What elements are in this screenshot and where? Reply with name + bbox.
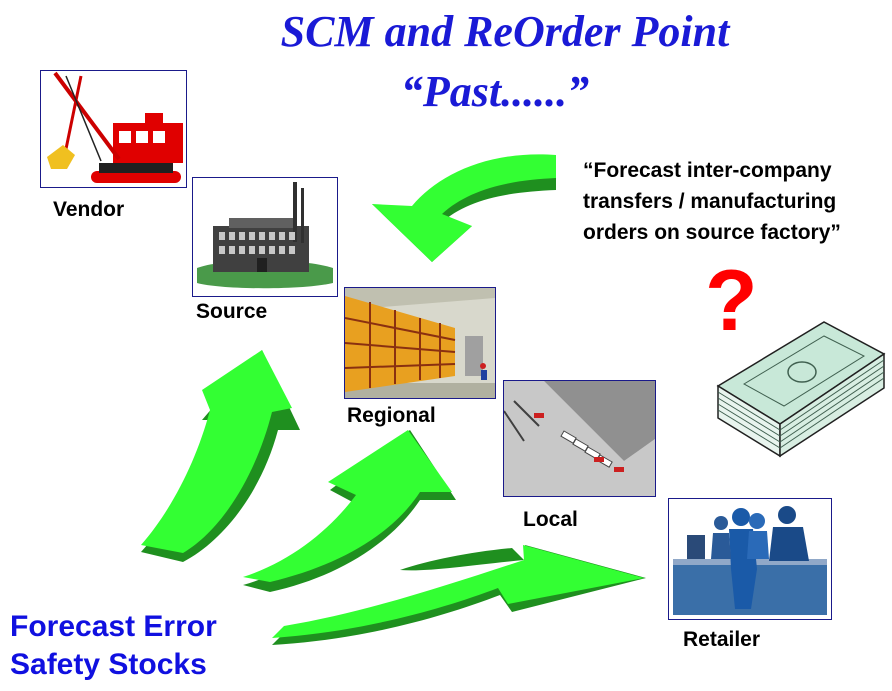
regional-label: Regional <box>347 404 436 427</box>
note-line-2: Safety Stocks <box>10 648 207 681</box>
quote-line-1: “Forecast inter-company <box>583 159 832 182</box>
retailer-label: Retailer <box>683 628 761 651</box>
quote-line-3: orders on source factory” <box>583 221 841 244</box>
note-line-1: Forecast Error <box>10 610 217 643</box>
source-image <box>192 177 338 297</box>
vendor-image <box>40 70 187 188</box>
local-label: Local <box>523 508 578 531</box>
regional-image <box>344 287 496 399</box>
page-subtitle: “Past......” <box>400 67 590 116</box>
retailer-image <box>668 498 832 620</box>
money-stack-image <box>714 318 886 458</box>
source-label: Source <box>196 300 268 323</box>
forecast-arrow-top <box>372 154 556 262</box>
quote-line-2: transfers / manufacturing <box>583 190 837 213</box>
forecast-arrow-retailer <box>272 545 646 645</box>
forecast-error-note: Forecast Error Safety Stocks <box>10 608 217 684</box>
forecast-arrow-source <box>141 350 300 562</box>
question-mark: ? <box>705 253 758 349</box>
page-title: SCM and ReOrder Point <box>280 7 730 56</box>
forecast-arrow-regional <box>243 430 456 592</box>
local-image <box>503 380 656 497</box>
forecast-quote: “Forecast inter-company transfers / manu… <box>583 155 841 248</box>
vendor-label: Vendor <box>53 198 125 221</box>
